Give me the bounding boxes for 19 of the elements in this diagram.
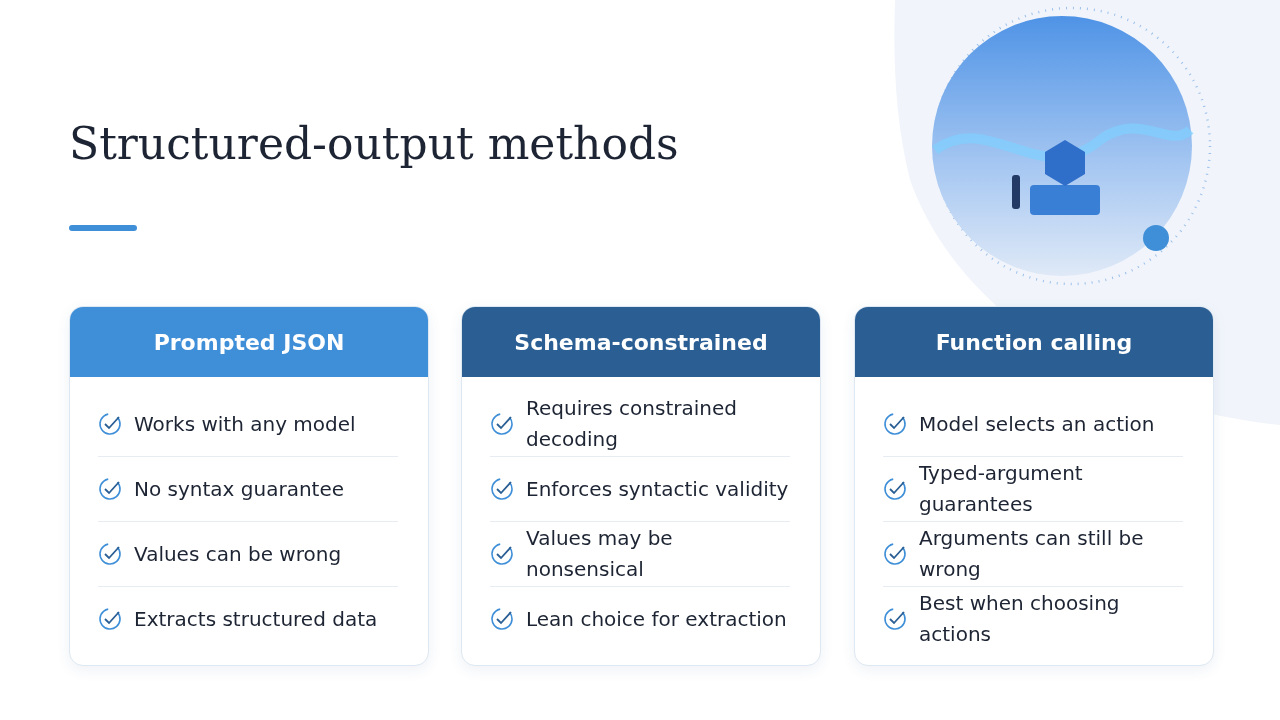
- method-card: [854, 306, 1214, 666]
- feature-text: Requires constrained decoding: [526, 395, 738, 453]
- feature-text: Arguments can still be wrong: [919, 525, 1145, 583]
- card-heading: Prompted JSON: [70, 307, 428, 377]
- feature-text: Extracts structured data: [134, 605, 378, 633]
- feature-text: Typed-argument guarantees: [919, 460, 1084, 518]
- feature-text: No syntax guarantee: [134, 475, 344, 503]
- feature-text: Lean choice for extraction: [526, 605, 787, 633]
- feature-text: Values can be wrong: [134, 540, 342, 568]
- feature-text: Model selects an action: [919, 410, 1155, 438]
- card-heading: Schema-constrained: [462, 307, 820, 377]
- feature-text: Enforces syntactic validity: [526, 475, 789, 503]
- slide-title: Structured-output methods: [69, 118, 679, 169]
- method-card: [69, 306, 429, 666]
- feature-text: Best when choosing actions: [919, 590, 1121, 648]
- card-heading: Function calling: [855, 307, 1213, 377]
- feature-text: Works with any model: [134, 410, 356, 438]
- feature-text: Values may be nonsensical: [526, 525, 674, 583]
- method-card: [461, 306, 821, 666]
